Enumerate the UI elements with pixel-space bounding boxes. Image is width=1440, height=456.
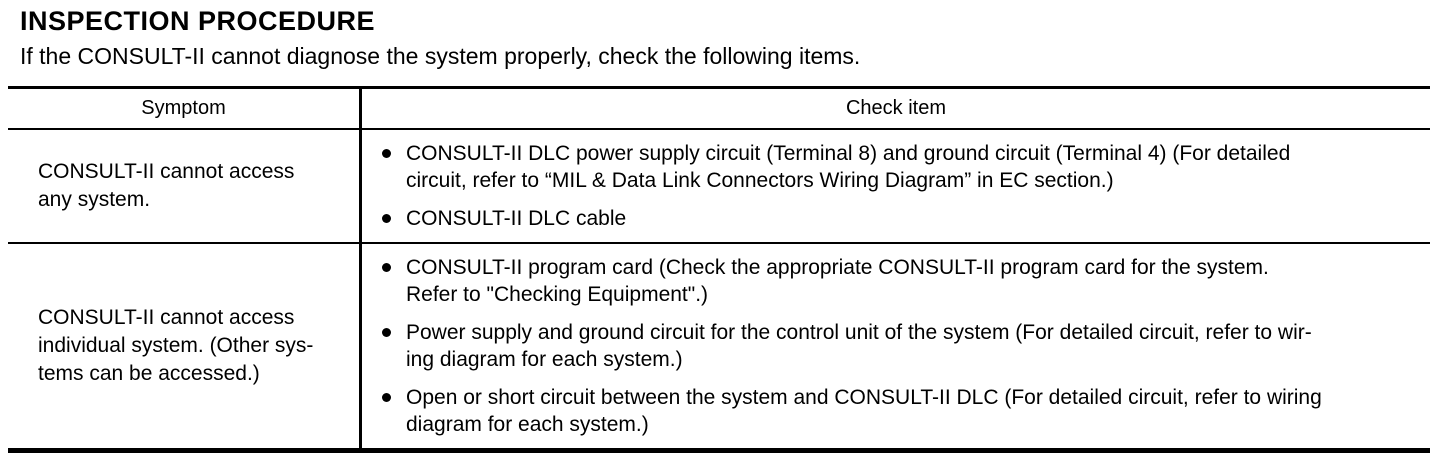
check-item-text: Open or short circuit between the system… xyxy=(406,386,1322,436)
table-header-row: Symptom Check item xyxy=(8,89,1430,130)
symptom-text-line: individual system. (Other sys- xyxy=(38,334,314,357)
page-title: INSPECTION PROCEDURE xyxy=(20,6,376,36)
column-header-symptom: Symptom xyxy=(8,89,362,128)
intro-text: If the CONSULT-II cannot diagnose the sy… xyxy=(20,43,861,69)
check-item: CONSULT-II DLC cable xyxy=(362,205,1424,232)
bullet-icon xyxy=(382,393,391,402)
check-item: Power supply and ground circuit for the … xyxy=(362,319,1424,373)
symptom-cell: CONSULT-II cannot access any system. xyxy=(8,130,362,242)
manual-page: INSPECTION PROCEDURE If the CONSULT-II c… xyxy=(0,5,1440,456)
check-item-text: CONSULT-II DLC cable xyxy=(406,207,627,230)
symptom-cell: CONSULT-II cannot access individual syst… xyxy=(8,244,362,448)
bullet-icon xyxy=(382,263,391,272)
symptom-text-line: CONSULT-II cannot access xyxy=(38,160,295,183)
symptom-text-line: tems can be accessed.) xyxy=(38,362,260,385)
symptom-text-line: any system. xyxy=(38,188,151,211)
check-item: Open or short circuit between the system… xyxy=(362,384,1424,438)
check-item-text: CONSULT-II DLC power supply circuit (Ter… xyxy=(406,142,1291,192)
table-row: CONSULT-II cannot access any system. CON… xyxy=(8,130,1430,242)
check-item: CONSULT-II DLC power supply circuit (Ter… xyxy=(362,140,1424,194)
check-item-cell: CONSULT-II program card (Check the appro… xyxy=(362,244,1430,448)
column-header-check-item: Check item xyxy=(845,97,947,119)
symptom-text-line: CONSULT-II cannot access xyxy=(38,306,295,329)
check-item-cell: CONSULT-II DLC power supply circuit (Ter… xyxy=(362,130,1430,242)
inspection-table: Symptom Check item CONSULT-II cannot acc… xyxy=(8,86,1430,453)
bullet-icon xyxy=(382,149,391,158)
check-item-text: CONSULT-II program card (Check the appro… xyxy=(406,256,1269,306)
check-item-text: Power supply and ground circuit for the … xyxy=(406,321,1312,371)
bullet-icon xyxy=(382,328,391,337)
check-item: CONSULT-II program card (Check the appro… xyxy=(362,254,1424,308)
bullet-icon xyxy=(382,214,391,223)
table-row: CONSULT-II cannot access individual syst… xyxy=(8,242,1430,448)
